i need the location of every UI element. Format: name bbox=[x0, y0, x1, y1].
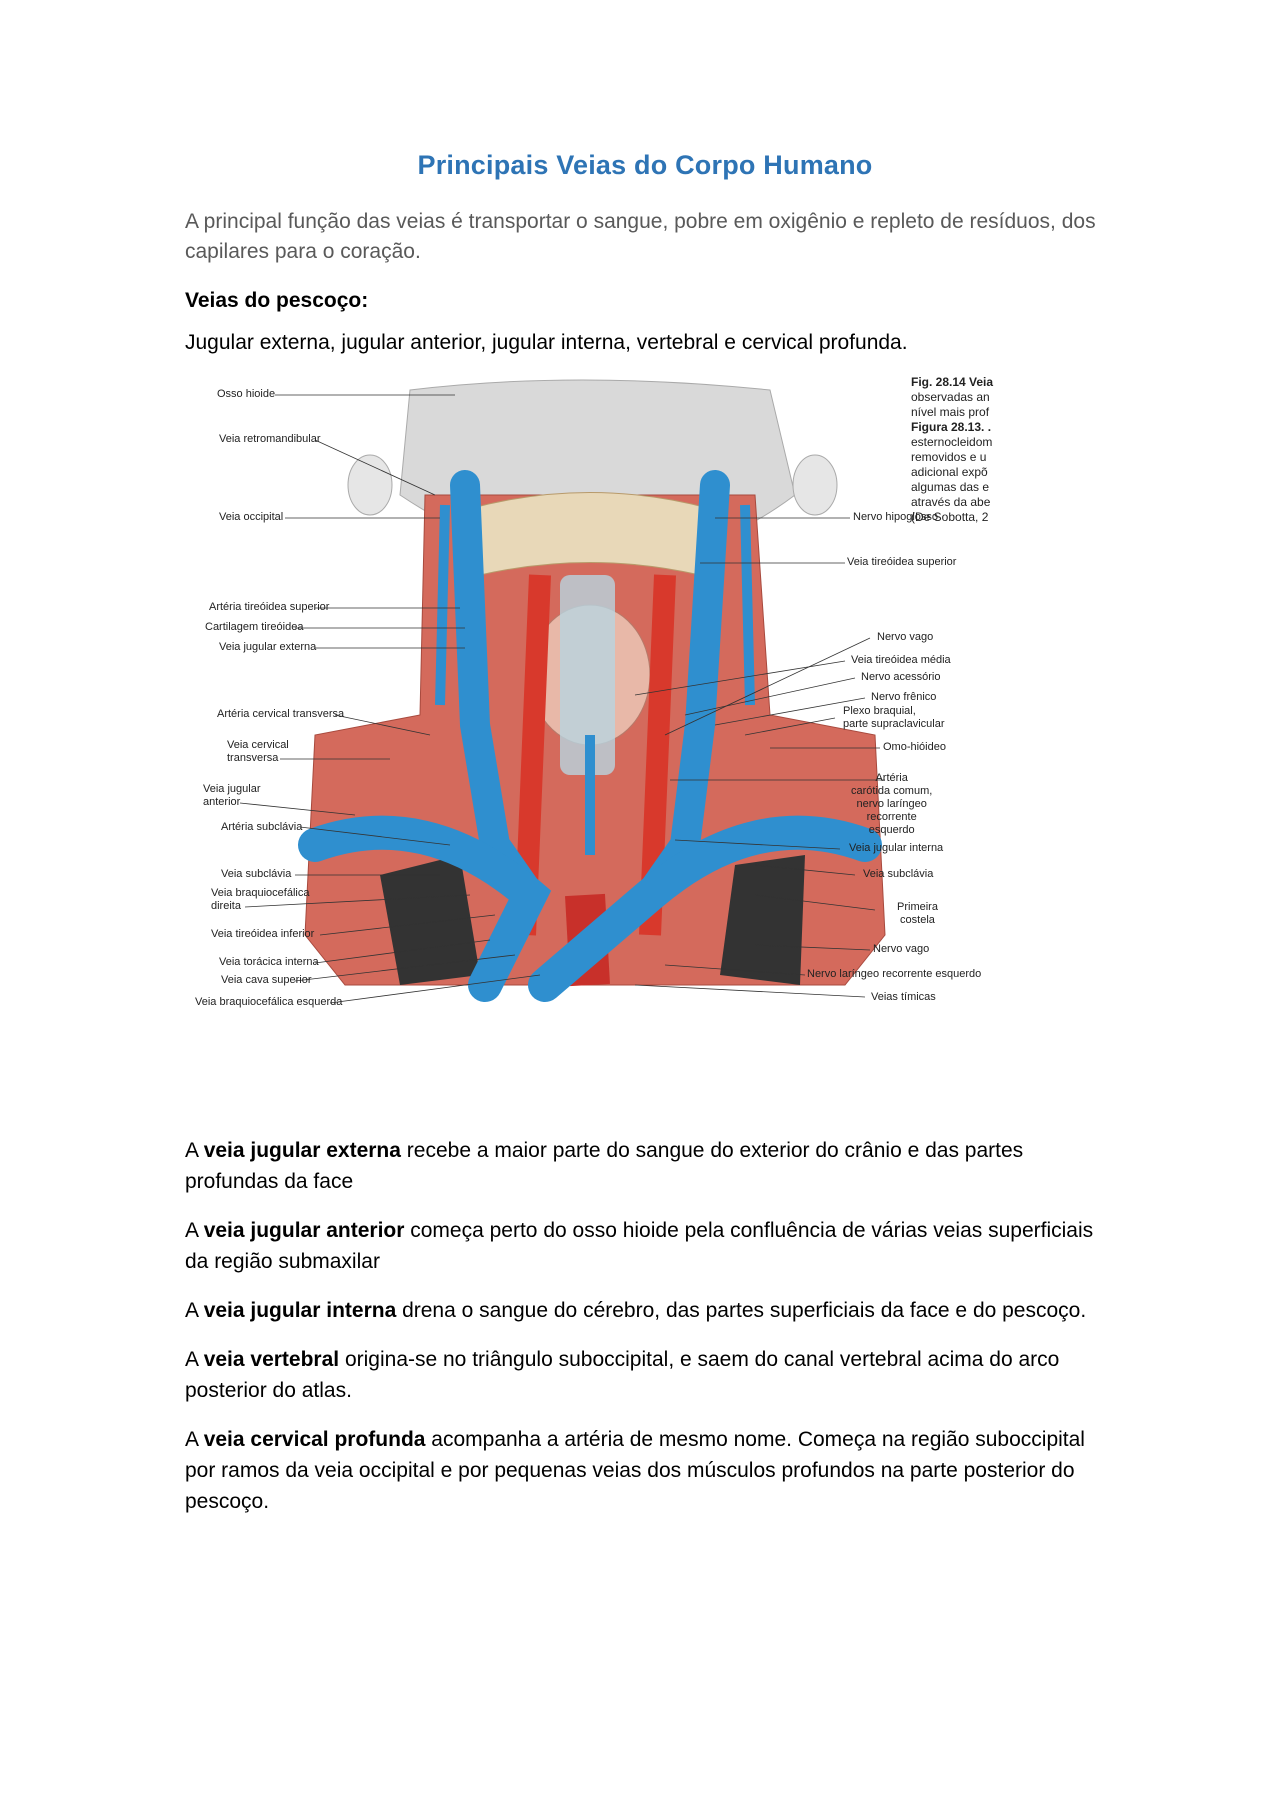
paragraph-jugular-interna: A veia jugular interna drena o sangue do… bbox=[185, 1295, 1105, 1326]
label-veia-retromandibular: Veia retromandibular bbox=[219, 433, 321, 445]
term: veia jugular interna bbox=[203, 1299, 397, 1322]
label-veias-timicas: Veias tímicas bbox=[871, 991, 936, 1003]
text: A bbox=[185, 1428, 204, 1451]
caption-line: através da abe bbox=[911, 495, 991, 509]
text: A bbox=[185, 1299, 204, 1322]
label-nervo-hipoglosso: Nervo hipoglosso bbox=[853, 511, 938, 523]
term: veia cervical profunda bbox=[203, 1428, 426, 1451]
label-osso-hioide: Osso hioide bbox=[217, 388, 276, 400]
page-title: Principais Veias do Corpo Humano bbox=[417, 150, 873, 180]
text: A bbox=[185, 1348, 204, 1371]
veins-list: Jugular externa, jugular anterior, jugul… bbox=[185, 331, 908, 354]
label-nervo-vago-lower: Nervo vago bbox=[873, 943, 930, 955]
label-veia-jugular-interna: Veia jugular interna bbox=[849, 842, 944, 854]
term: veia jugular anterior bbox=[203, 1219, 405, 1242]
label-veia-toracica-interna: Veia torácica interna bbox=[219, 956, 319, 968]
label-arteria-cervical-transversa: Artéria cervical transversa bbox=[217, 708, 345, 720]
caption-line: (De Sobotta, 2 bbox=[911, 510, 989, 524]
text: origina-se no triângulo suboccipital, e … bbox=[185, 1348, 1060, 1402]
caption-line: observadas an bbox=[911, 390, 990, 404]
label-nervo-vago-upper: Nervo vago bbox=[877, 631, 934, 643]
label-nervo-frenico: Nervo frênico bbox=[871, 691, 937, 703]
text: começa perto do osso hioide pela confluê… bbox=[185, 1219, 1094, 1273]
text: acompanha a artéria de mesmo nome. Começ… bbox=[185, 1428, 1085, 1513]
label-veia-occipital: Veia occipital bbox=[219, 511, 284, 523]
label-veia-cava-superior: Veia cava superior bbox=[221, 974, 312, 986]
label-veia-braquiocefalica-direita: Veia braquiocefálica direita bbox=[211, 887, 310, 912]
label-veia-cervical-transversa: Veia cervical transversa bbox=[227, 739, 289, 764]
text: A bbox=[185, 1219, 204, 1242]
label-arteria-carotida-comum: Artéria carótida comum, nervo laríngeo r… bbox=[851, 772, 933, 836]
text: drena o sangue do cérebro, das partes su… bbox=[396, 1299, 1087, 1322]
neck-veins-illustration: Osso hioide Veia retromandibular Veia oc… bbox=[195, 375, 1015, 1105]
label-cartilagem-tireoidea: Cartilagem tireóidea bbox=[205, 621, 304, 633]
anatomy-drawing bbox=[239, 379, 886, 1004]
label-veia-braquiocefalica-esquerda: Veia braquiocefálica esquerda bbox=[195, 996, 343, 1008]
paragraph-cervical-profunda: A veia cervical profunda acompanha a art… bbox=[185, 1424, 1105, 1517]
caption-line: nível mais prof bbox=[911, 405, 990, 419]
label-arteria-subclavia: Artéria subclávia bbox=[221, 821, 303, 833]
section-heading: Veias do pescoço: bbox=[185, 289, 369, 312]
label-veia-tireoidea-media: Veia tireóidea média bbox=[851, 654, 951, 666]
caption-line: adicional expõ bbox=[911, 465, 988, 479]
paragraph-jugular-externa: A veia jugular externa recebe a maior pa… bbox=[185, 1135, 1105, 1197]
caption-line: Figura 28.13. . bbox=[911, 420, 992, 434]
intro-paragraph: A principal função das veias é transport… bbox=[185, 210, 1096, 263]
label-arteria-tireoidea-superior: Artéria tireóidea superior bbox=[209, 601, 330, 613]
label-primeira-costela: Primeira costela bbox=[897, 901, 938, 926]
label-veia-tireoidea-inferior: Veia tireóidea inferior bbox=[211, 928, 315, 940]
caption-line: removidos e u bbox=[911, 450, 987, 464]
label-omo-hioideo: Omo-hióideo bbox=[883, 741, 946, 753]
text: A bbox=[185, 1139, 204, 1162]
label-veia-subclavia-left: Veia subclávia bbox=[221, 868, 292, 880]
caption-line: algumas das e bbox=[911, 480, 990, 494]
term: veia vertebral bbox=[203, 1348, 340, 1371]
term: veia jugular externa bbox=[203, 1139, 401, 1162]
figure-caption: Fig. 28.14 Veia observadas an nível mais… bbox=[911, 375, 999, 525]
label-veia-jugular-externa: Veia jugular externa bbox=[219, 641, 317, 653]
label-veia-subclavia-right: Veia subclávia bbox=[863, 868, 934, 880]
label-plexo-braquial: Plexo braquial, parte supraclavicular bbox=[843, 705, 945, 730]
document-content: Principais Veias do Corpo Humano A princ… bbox=[185, 150, 1105, 1535]
label-nervo-acessorio: Nervo acessório bbox=[861, 671, 941, 683]
text: recebe a maior parte do sangue do exteri… bbox=[185, 1139, 1024, 1193]
label-nervo-laringeo-recorrente-esquerdo: Nervo laríngeo recorrente esquerdo bbox=[807, 968, 982, 980]
paragraph-vertebral: A veia vertebral origina-se no triângulo… bbox=[185, 1344, 1105, 1406]
label-veia-jugular-anterior: Veia jugular anterior bbox=[203, 783, 261, 808]
caption-line: Fig. 28.14 Veia bbox=[911, 375, 994, 389]
label-veia-tireoidea-superior: Veia tireóidea superior bbox=[847, 556, 957, 568]
paragraph-jugular-anterior: A veia jugular anterior começa perto do … bbox=[185, 1215, 1105, 1277]
caption-line: esternocleidom bbox=[911, 435, 993, 449]
